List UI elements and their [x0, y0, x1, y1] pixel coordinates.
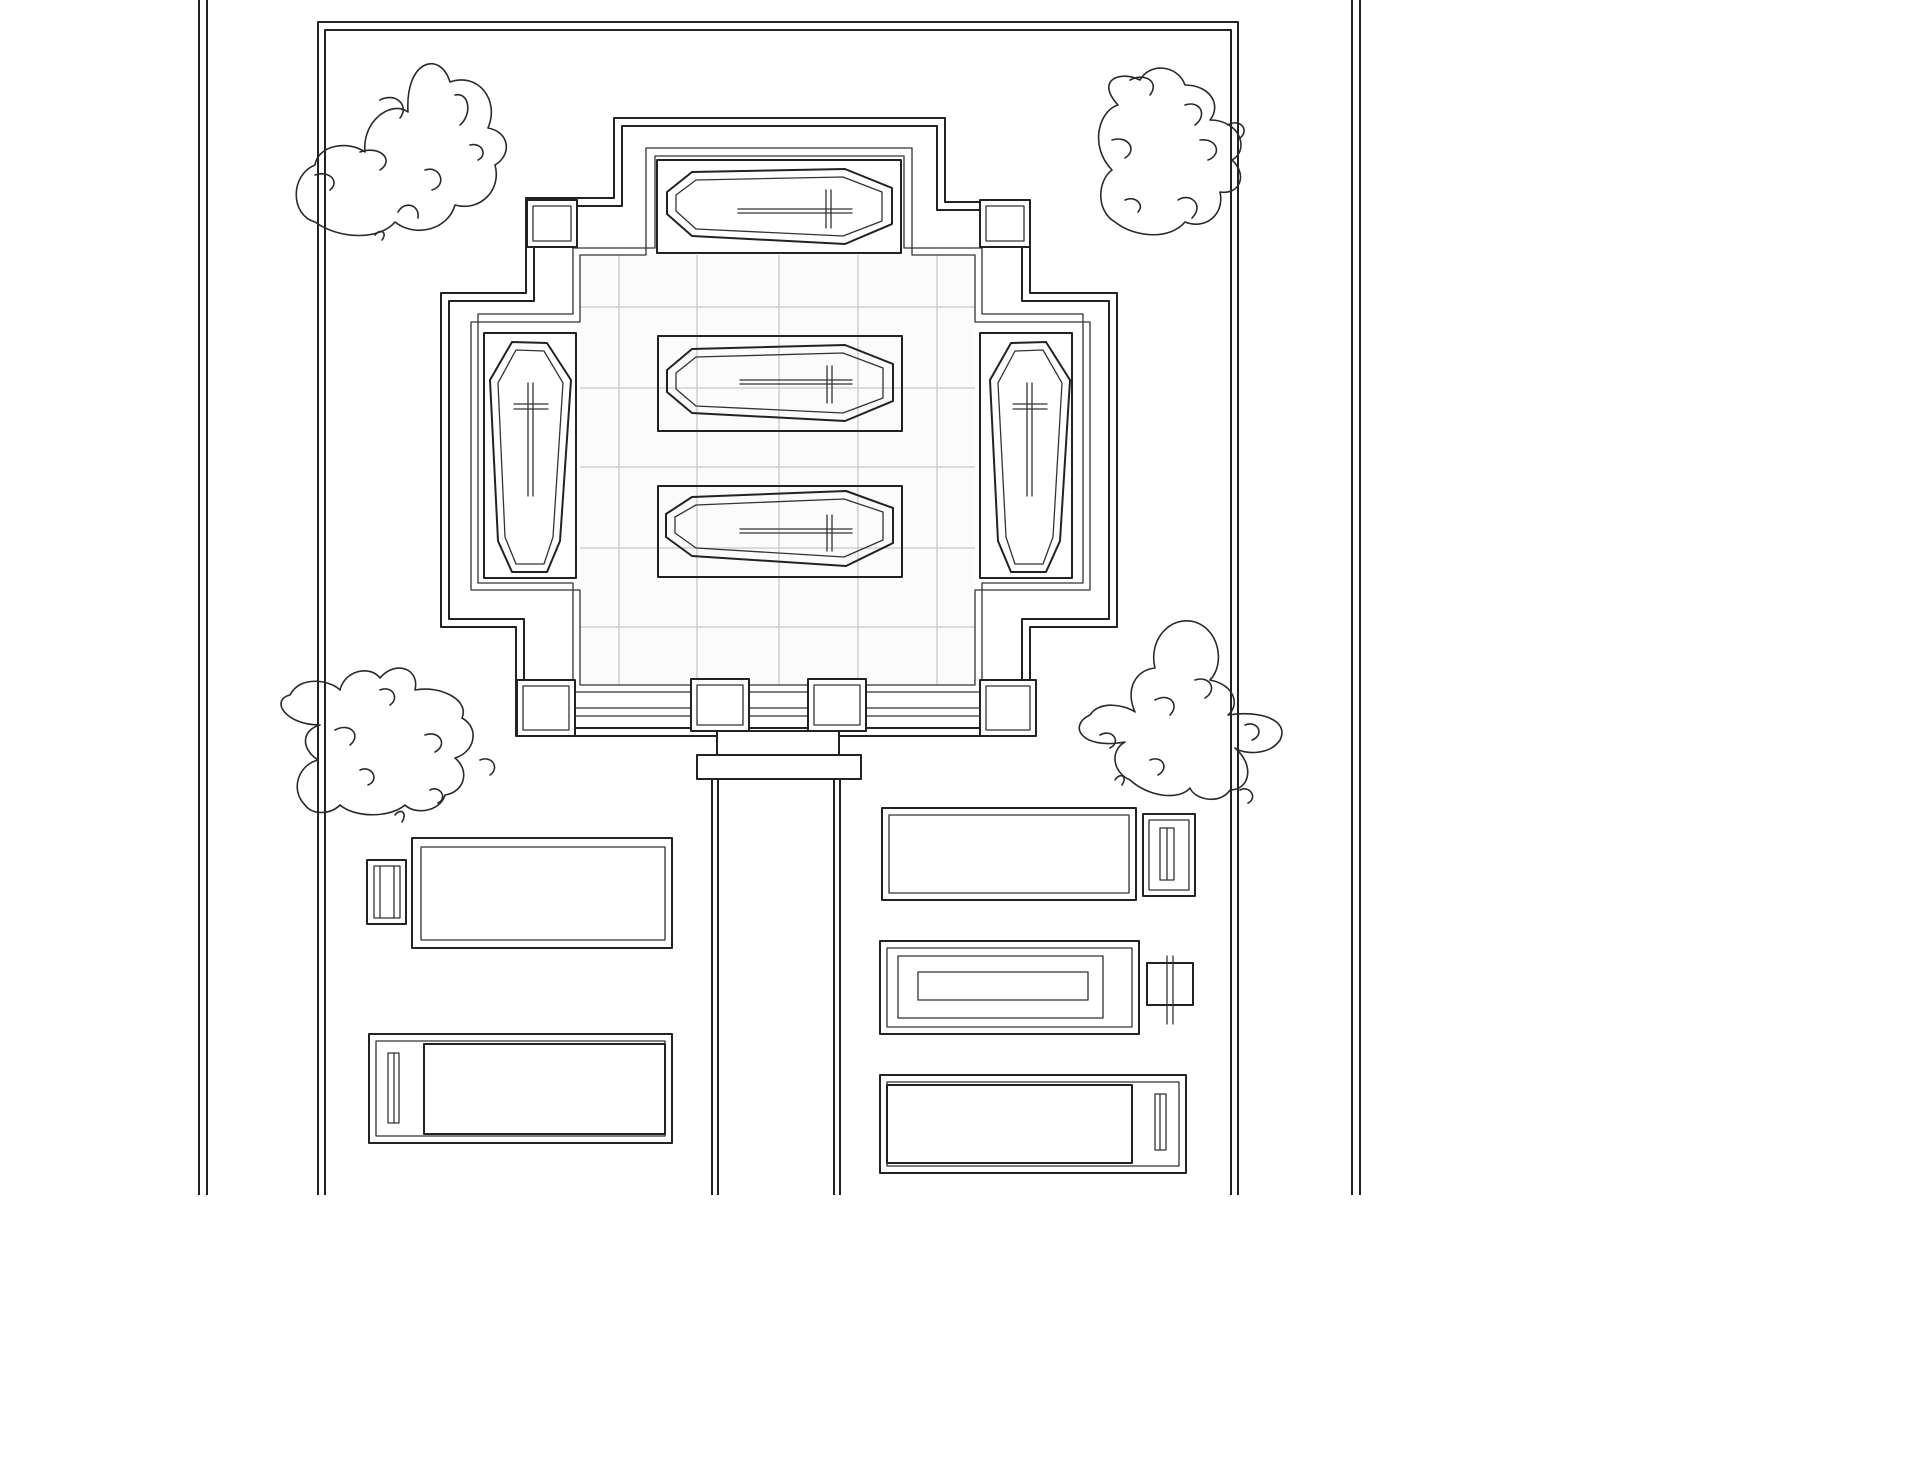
grave-east-3 [879, 1074, 1187, 1174]
shrub-bottom-right [1078, 620, 1283, 804]
casket-center-lower [657, 485, 903, 578]
grave-west-1 [366, 837, 673, 949]
shrub-top-left [295, 63, 508, 241]
crypt-entrance [690, 678, 867, 1195]
casket-east [979, 332, 1073, 579]
casket-west [483, 332, 577, 579]
graveyard-crypt-map [198, 0, 1361, 1195]
casket-center-upper [657, 335, 903, 432]
casket-north [656, 159, 902, 254]
grave-west-2 [368, 1033, 673, 1144]
shrub-top-right [1097, 67, 1245, 236]
crypt-walls [440, 117, 1118, 737]
outer-border [198, 0, 1361, 1195]
plot-fence [317, 21, 1239, 1195]
crypt-floor-grid [580, 255, 975, 685]
grave-east-1 [881, 807, 1196, 901]
grave-east-2 [879, 940, 1194, 1035]
shrub-bottom-left [280, 667, 496, 823]
